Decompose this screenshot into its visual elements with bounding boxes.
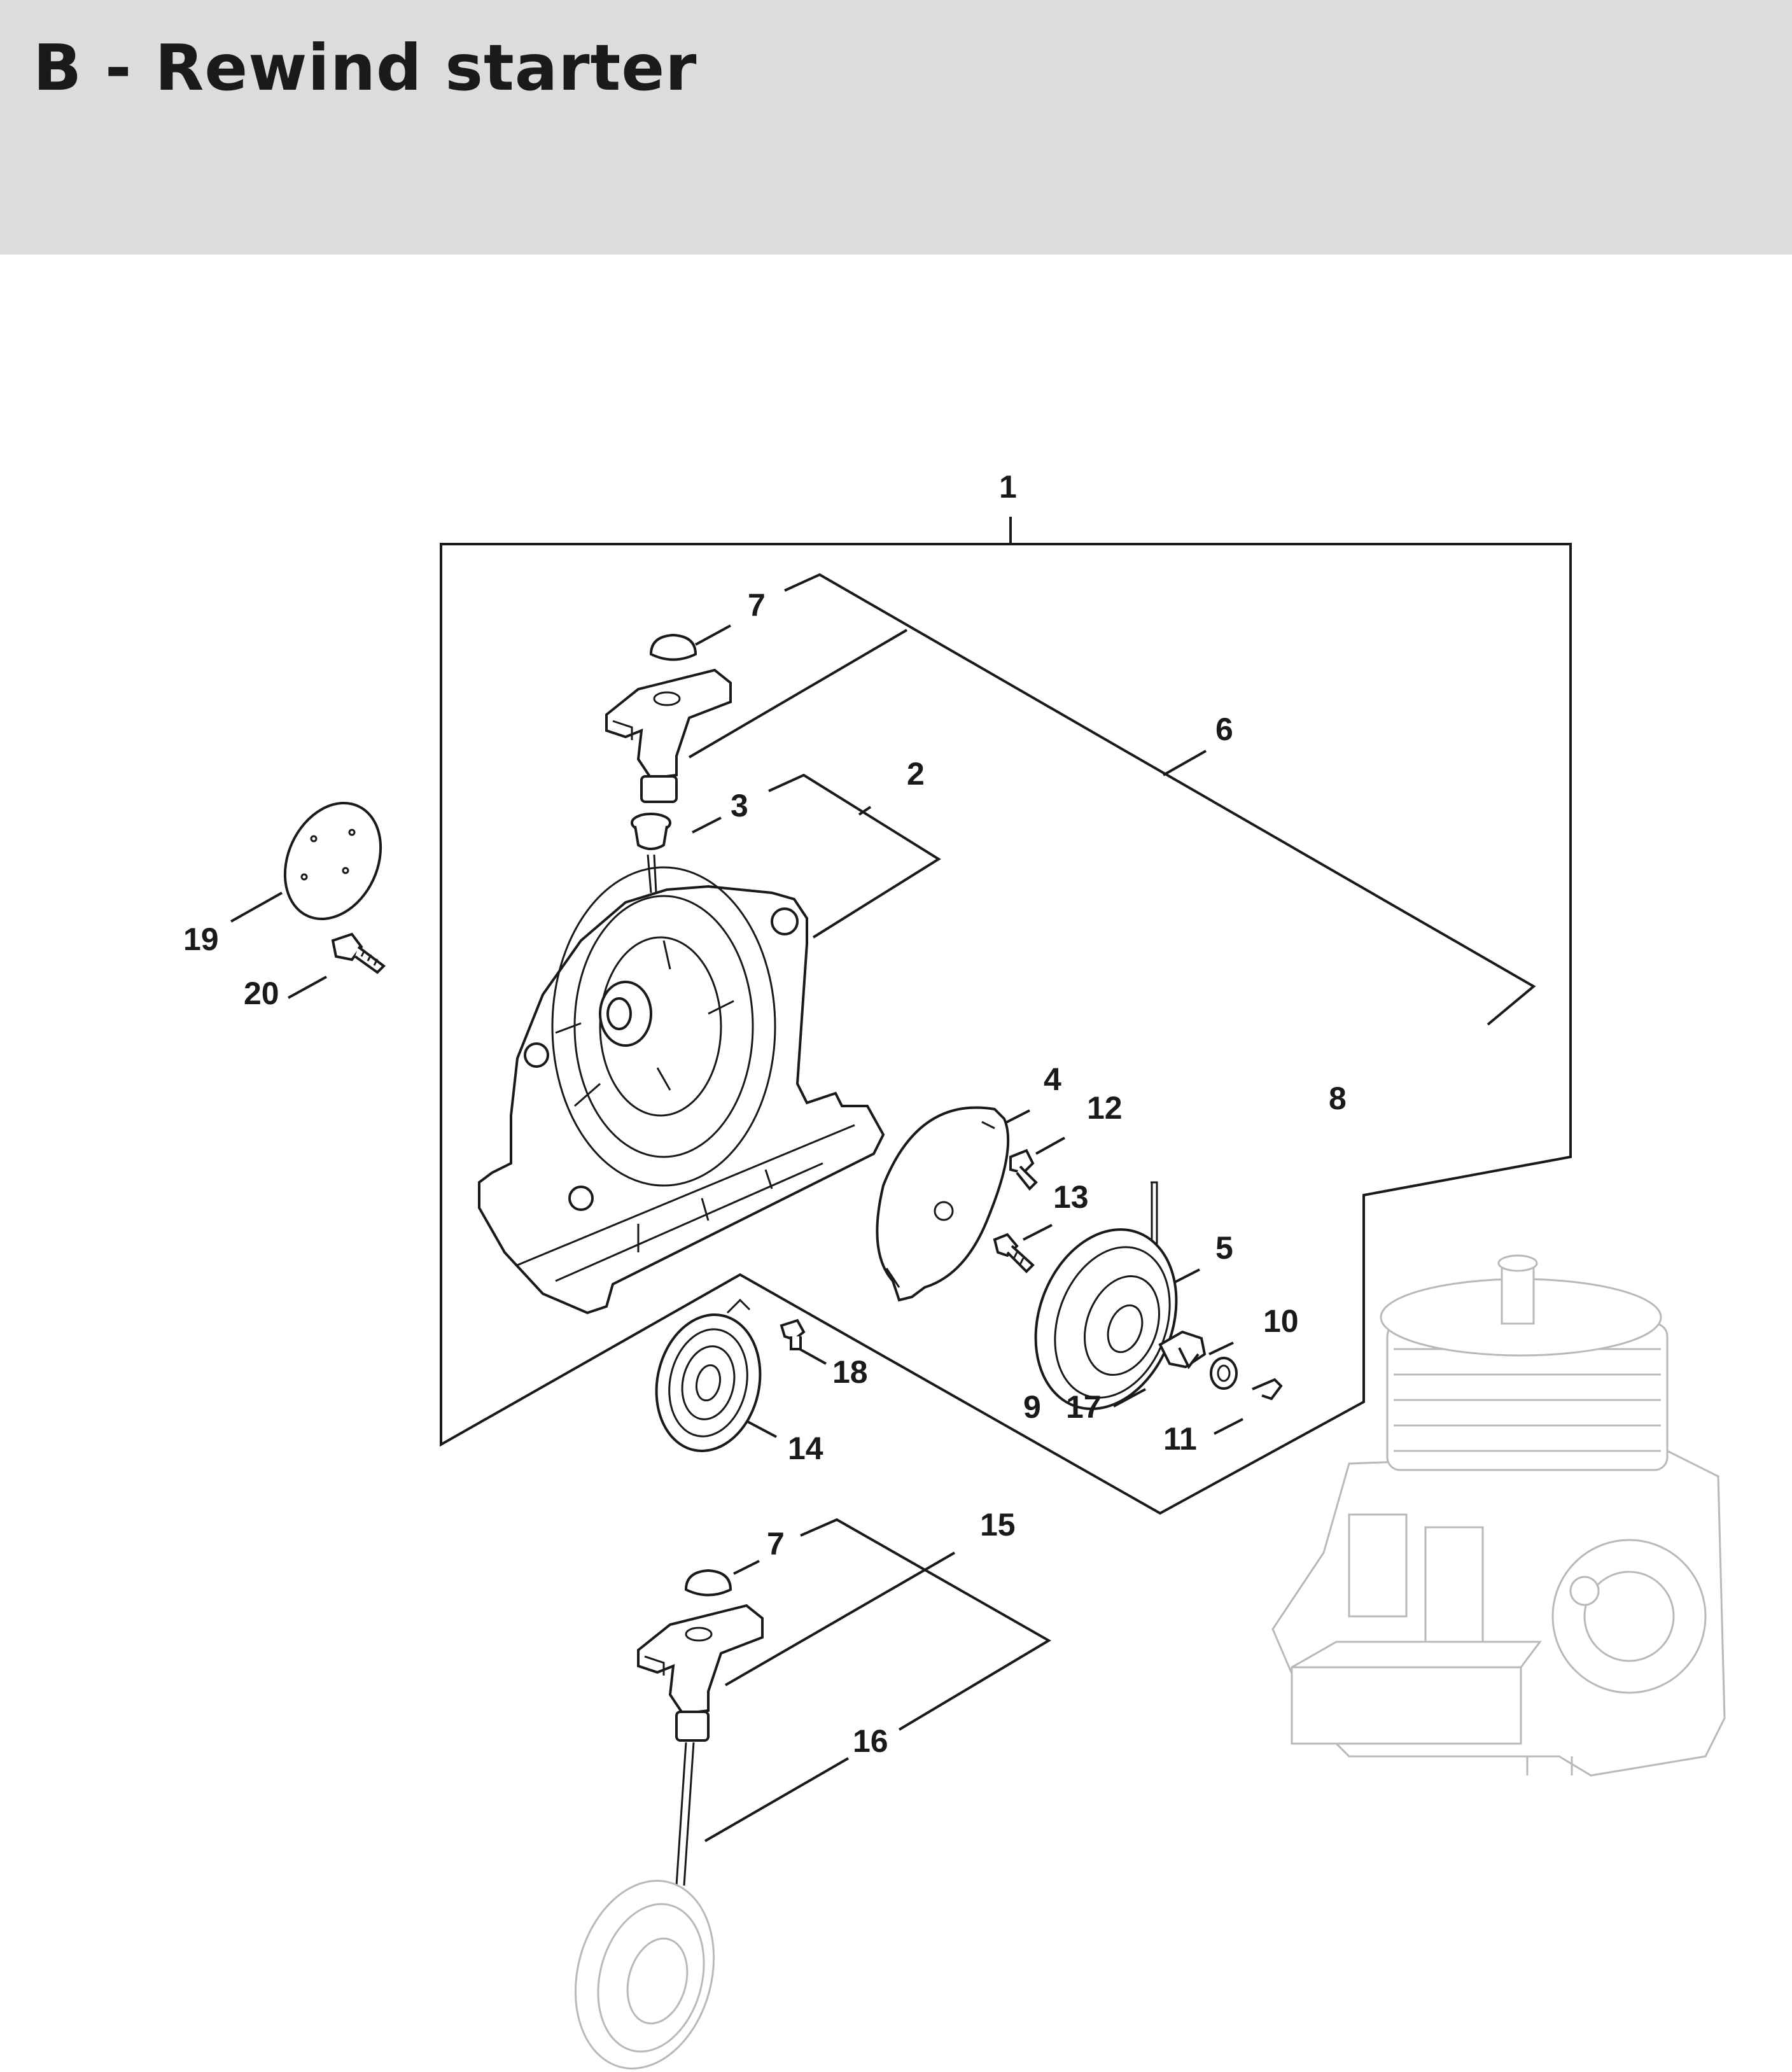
part-20-screw [331, 932, 386, 974]
callout-9: 9 [1023, 1389, 1041, 1425]
bracket-part-6 [688, 573, 1536, 1026]
callout-labels: 1 2 3 4 5 6 7 7 8 9 10 11 12 13 14 15 16… [183, 469, 1347, 1759]
callout-18: 18 [832, 1354, 868, 1390]
part-16-starter-rope [675, 1742, 695, 1886]
callout-17: 17 [1066, 1389, 1102, 1425]
part-12-screw [1009, 1149, 1038, 1191]
part-6-starter-handle [605, 668, 732, 803]
part-18-screw [780, 1319, 806, 1350]
callout-13: 13 [1053, 1179, 1089, 1215]
callout-3: 3 [731, 788, 748, 823]
part-7-cap-bottom [684, 1569, 732, 1597]
callout-8: 8 [1329, 1081, 1347, 1116]
part-11-spring-clip [1252, 1378, 1283, 1401]
callout-15: 15 [980, 1507, 1016, 1543]
part-14-rewind-spring [655, 1298, 762, 1452]
part-10-washer [1210, 1357, 1238, 1390]
callout-14: 14 [788, 1431, 823, 1466]
part-7-cap-top [649, 633, 697, 661]
callout-19: 19 [183, 921, 219, 957]
part-19-cover-plate [283, 801, 382, 921]
callout-12: 12 [1087, 1090, 1123, 1126]
bracket-part-2 [768, 773, 941, 939]
part-2-fan-housing [478, 866, 885, 1315]
callout-5: 5 [1215, 1230, 1233, 1266]
callout-11: 11 [1163, 1421, 1197, 1457]
part-15-starter-handle [637, 1604, 764, 1742]
callout-2: 2 [907, 756, 925, 792]
bracket-part-1 [440, 517, 1572, 1515]
callout-6: 6 [1215, 711, 1233, 747]
page-header: B - Rewind starter [0, 0, 1792, 255]
callout-7a: 7 [748, 587, 766, 623]
rope-rotor-ghost [574, 1880, 715, 2069]
part-3-rope-guide [631, 813, 671, 893]
callout-4: 4 [1044, 1061, 1061, 1097]
part-4-spring-housing-cover [876, 1106, 1010, 1302]
bracket-part-15 [724, 1518, 1051, 1731]
part-13-screw [993, 1233, 1035, 1273]
callout-20: 20 [244, 976, 279, 1011]
callout-1: 1 [999, 469, 1017, 505]
callout-7b: 7 [767, 1526, 785, 1562]
part-17-pawl [1158, 1330, 1207, 1369]
engine-block-background [1271, 1254, 1726, 1777]
callout-16: 16 [853, 1723, 888, 1759]
page-title: B - Rewind starter [33, 31, 697, 105]
callout-10: 10 [1263, 1303, 1299, 1339]
